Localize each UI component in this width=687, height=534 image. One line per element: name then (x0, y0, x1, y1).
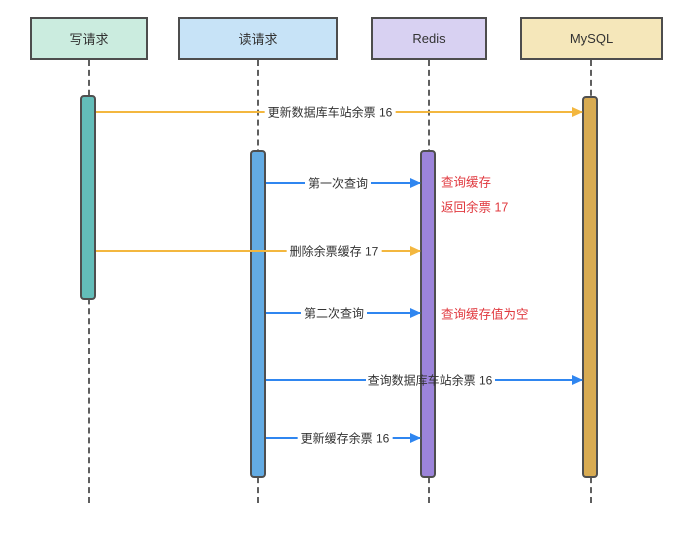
activation-bar-write-request (80, 95, 96, 300)
arrowhead-right-icon (572, 375, 583, 385)
message-line (96, 250, 420, 252)
message-label: 第二次查询 (300, 304, 368, 322)
arrowhead-right-icon (410, 433, 421, 443)
participant-mysql: MySQL (520, 17, 663, 60)
participant-read-request: 读请求 (178, 17, 338, 60)
note-query-cache: 查询缓存 (441, 175, 492, 190)
message-label: 第一次查询 (304, 174, 372, 192)
message-line (266, 379, 366, 381)
message-first-query: 第一次查询 (266, 174, 421, 192)
message-label: 删除余票缓存 17 (286, 242, 382, 260)
arrowhead-right-icon (410, 178, 421, 188)
activation-bar-mysql (582, 96, 598, 478)
arrowhead-right-icon (572, 107, 583, 117)
note-return-tickets-17: 返回余票 17 (441, 200, 509, 215)
arrowhead-right-icon (410, 246, 421, 256)
activation-bar-read-request (250, 150, 266, 478)
message-update-cache-tickets: 更新缓存余票 16 (266, 429, 421, 447)
participant-write-request: 写请求 (30, 17, 148, 60)
message-line (495, 379, 582, 381)
participant-label: Redis (412, 31, 446, 46)
message-delete-ticket-cache: 删除余票缓存 17 (96, 242, 421, 260)
message-label: 更新缓存余票 16 (297, 429, 393, 447)
message-label: 查询数据库车站余票 16 (367, 373, 493, 388)
participant-label: 读请求 (238, 32, 278, 47)
participant-label: MySQL (569, 31, 614, 46)
activation-bar-redis (420, 150, 436, 478)
note-query-cache-empty: 查询缓存值为空 (441, 307, 529, 322)
message-second-query: 第二次查询 (266, 304, 421, 322)
participant-redis: Redis (371, 17, 487, 60)
arrowhead-right-icon (410, 308, 421, 318)
message-label: 更新数据库车站余票 16 (264, 103, 396, 121)
participant-label: 写请求 (69, 32, 109, 47)
message-update-db-tickets: 更新数据库车站余票 16 (96, 103, 583, 121)
message-query-db-tickets: 查询数据库车站余票 16 (266, 374, 583, 388)
